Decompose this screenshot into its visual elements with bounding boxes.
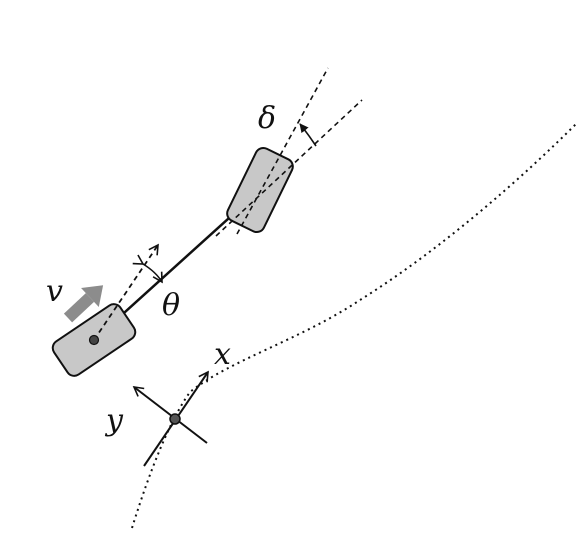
label-frame-x: x xyxy=(214,337,231,372)
reference-path xyxy=(131,121,579,529)
steering-angle-arc xyxy=(299,123,317,147)
heading-dashed-line xyxy=(93,243,159,341)
label-steering-angle: δ xyxy=(258,101,276,136)
label-frame-y: y xyxy=(104,403,124,438)
heading-angle-arc xyxy=(132,254,163,284)
label-heading-angle: θ xyxy=(162,288,180,323)
local-frame xyxy=(132,370,209,467)
frame-origin-dot xyxy=(169,413,181,425)
front-wheel xyxy=(226,146,294,234)
frame-y-axis xyxy=(132,385,208,444)
front-body-axis-dashed xyxy=(236,67,329,235)
label-velocity: v xyxy=(46,274,63,309)
velocity-arrow-icon xyxy=(63,285,104,323)
rear-axle-dot xyxy=(88,334,100,346)
front-steer-dashed xyxy=(215,99,363,237)
